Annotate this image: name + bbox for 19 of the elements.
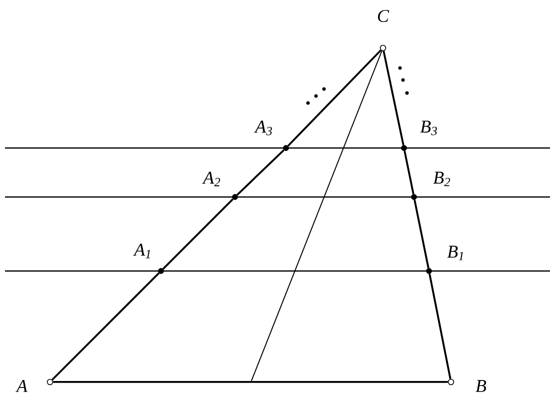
line-segment: [53, 381, 448, 383]
point-label: B: [476, 380, 486, 392]
line-segment: [382, 50, 404, 146]
line-segment: [236, 149, 285, 196]
point-label: A$_{1}$: [133, 244, 150, 258]
line-segment: [52, 272, 160, 380]
line-segment: [162, 198, 234, 270]
point-label: B$_{1}$: [447, 246, 464, 260]
point-label: A: [16, 380, 28, 392]
point-label: C: [378, 10, 390, 22]
line-segment: [250, 50, 382, 382]
line-segment: [404, 150, 414, 194]
point-label: B$_{3}$: [420, 120, 437, 136]
line-segment: [414, 200, 430, 268]
point-label: A$_{3}$: [254, 120, 272, 136]
point-label: A$_{2}$: [202, 172, 220, 186]
line-segment: [428, 274, 452, 380]
point-label: B$_{2}$: [433, 172, 450, 186]
line-segment: [287, 50, 382, 147]
